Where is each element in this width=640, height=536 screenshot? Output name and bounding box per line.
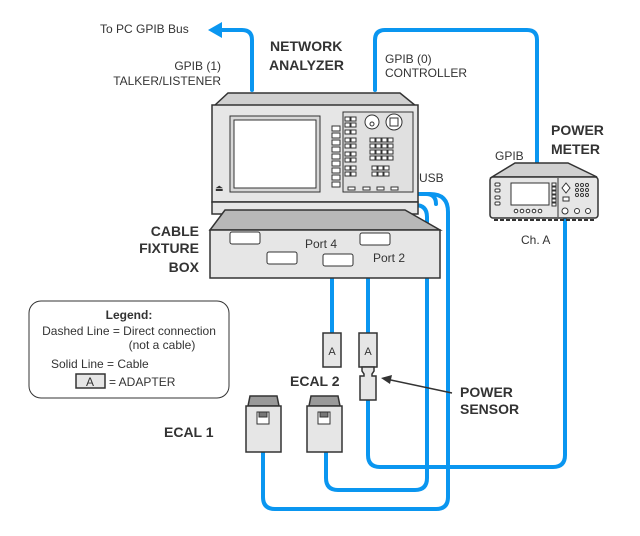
label-port2: Port 2 bbox=[373, 251, 405, 265]
na-screen bbox=[233, 119, 317, 189]
power-sensor-arrow-icon bbox=[381, 375, 392, 384]
cfb-port-4 bbox=[322, 253, 354, 267]
label-na-line2: ANALYZER bbox=[269, 57, 344, 73]
adapter-port2-label: A bbox=[364, 346, 372, 358]
label-pm-line1: POWER bbox=[551, 122, 604, 138]
cable-usb-to-ecal1-b bbox=[261, 192, 450, 511]
label-pm-gpib: GPIB bbox=[495, 149, 524, 163]
label-gpib1-line1: GPIB (1) bbox=[174, 59, 221, 73]
pm-screen bbox=[510, 182, 550, 206]
legend-solid-line: Solid Line = Cable bbox=[51, 357, 149, 371]
legend-adapter-swatch bbox=[75, 373, 106, 389]
cable-gpib-to-pc bbox=[220, 28, 254, 92]
label-cfb-line3: BOX bbox=[169, 259, 200, 275]
label-ecal2: ECAL 2 bbox=[290, 373, 340, 389]
legend: Legend: Dashed Line = Direct connection … bbox=[28, 300, 230, 399]
arrow-to-pc-icon bbox=[208, 22, 222, 38]
cfb-top bbox=[208, 209, 443, 231]
adapter-port2: A bbox=[358, 332, 378, 368]
label-gpib0-line1: GPIB (0) bbox=[385, 52, 432, 66]
pm-top bbox=[489, 162, 598, 178]
cable-sensor-to-ch-a bbox=[366, 213, 567, 469]
pm-buttons bbox=[494, 182, 591, 214]
label-gpib0-line2: CONTROLLER bbox=[385, 66, 467, 80]
legend-dashed-line-cont: (not a cable) bbox=[129, 338, 196, 352]
power-sensor-pointer bbox=[385, 378, 453, 394]
cable-fixture-box bbox=[208, 209, 443, 279]
legend-dashed-line: Dashed Line = Direct connection bbox=[42, 324, 216, 338]
na-keys bbox=[344, 116, 394, 177]
label-port4: Port 4 bbox=[305, 237, 337, 251]
label-ps-line1: POWER bbox=[460, 384, 513, 400]
ecal2-module[interactable] bbox=[306, 395, 343, 453]
label-usb: USB bbox=[419, 171, 444, 185]
ecal1-module[interactable] bbox=[245, 395, 282, 453]
power-meter[interactable] bbox=[489, 162, 599, 221]
network-analyzer[interactable]: ⏏ bbox=[211, 92, 419, 215]
pm-nav-icon bbox=[561, 182, 571, 194]
na-nav-pad-icon[interactable] bbox=[385, 113, 403, 131]
label-ch-a: Ch. A bbox=[521, 233, 550, 247]
power-sensor bbox=[359, 366, 377, 401]
na-front-ports bbox=[347, 186, 399, 191]
label-cfb-line2: FIXTURE bbox=[139, 240, 199, 256]
label-ps-line2: SENSOR bbox=[460, 401, 519, 417]
cable-gpib-controller-to-power-meter bbox=[373, 28, 539, 172]
na-power-icon: ⏏ bbox=[215, 183, 224, 193]
label-cfb-line1: CABLE bbox=[151, 223, 199, 239]
legend-adapter-desc: = ADAPTER bbox=[109, 375, 176, 389]
label-pm-line2: METER bbox=[551, 141, 600, 157]
na-softkeys bbox=[331, 125, 341, 188]
label-na-line1: NETWORK bbox=[270, 38, 342, 54]
pm-ch-a-connector[interactable] bbox=[561, 207, 569, 215]
cfb-port-2 bbox=[359, 232, 391, 246]
cfb-port-1 bbox=[229, 231, 261, 245]
label-ecal1: ECAL 1 bbox=[164, 424, 214, 440]
adapter-port4-label: A bbox=[328, 346, 336, 358]
cfb-port-3 bbox=[266, 251, 298, 265]
adapter-port4: A bbox=[322, 332, 342, 368]
legend-title: Legend: bbox=[106, 308, 153, 322]
legend-adapter-key: A bbox=[86, 375, 94, 389]
na-knob-center bbox=[369, 121, 375, 127]
na-nav-pad-center bbox=[389, 117, 399, 127]
na-top bbox=[212, 92, 419, 107]
label-to-pc: To PC GPIB Bus bbox=[100, 22, 189, 36]
label-gpib1-line2: TALKER/LISTENER bbox=[113, 74, 221, 88]
